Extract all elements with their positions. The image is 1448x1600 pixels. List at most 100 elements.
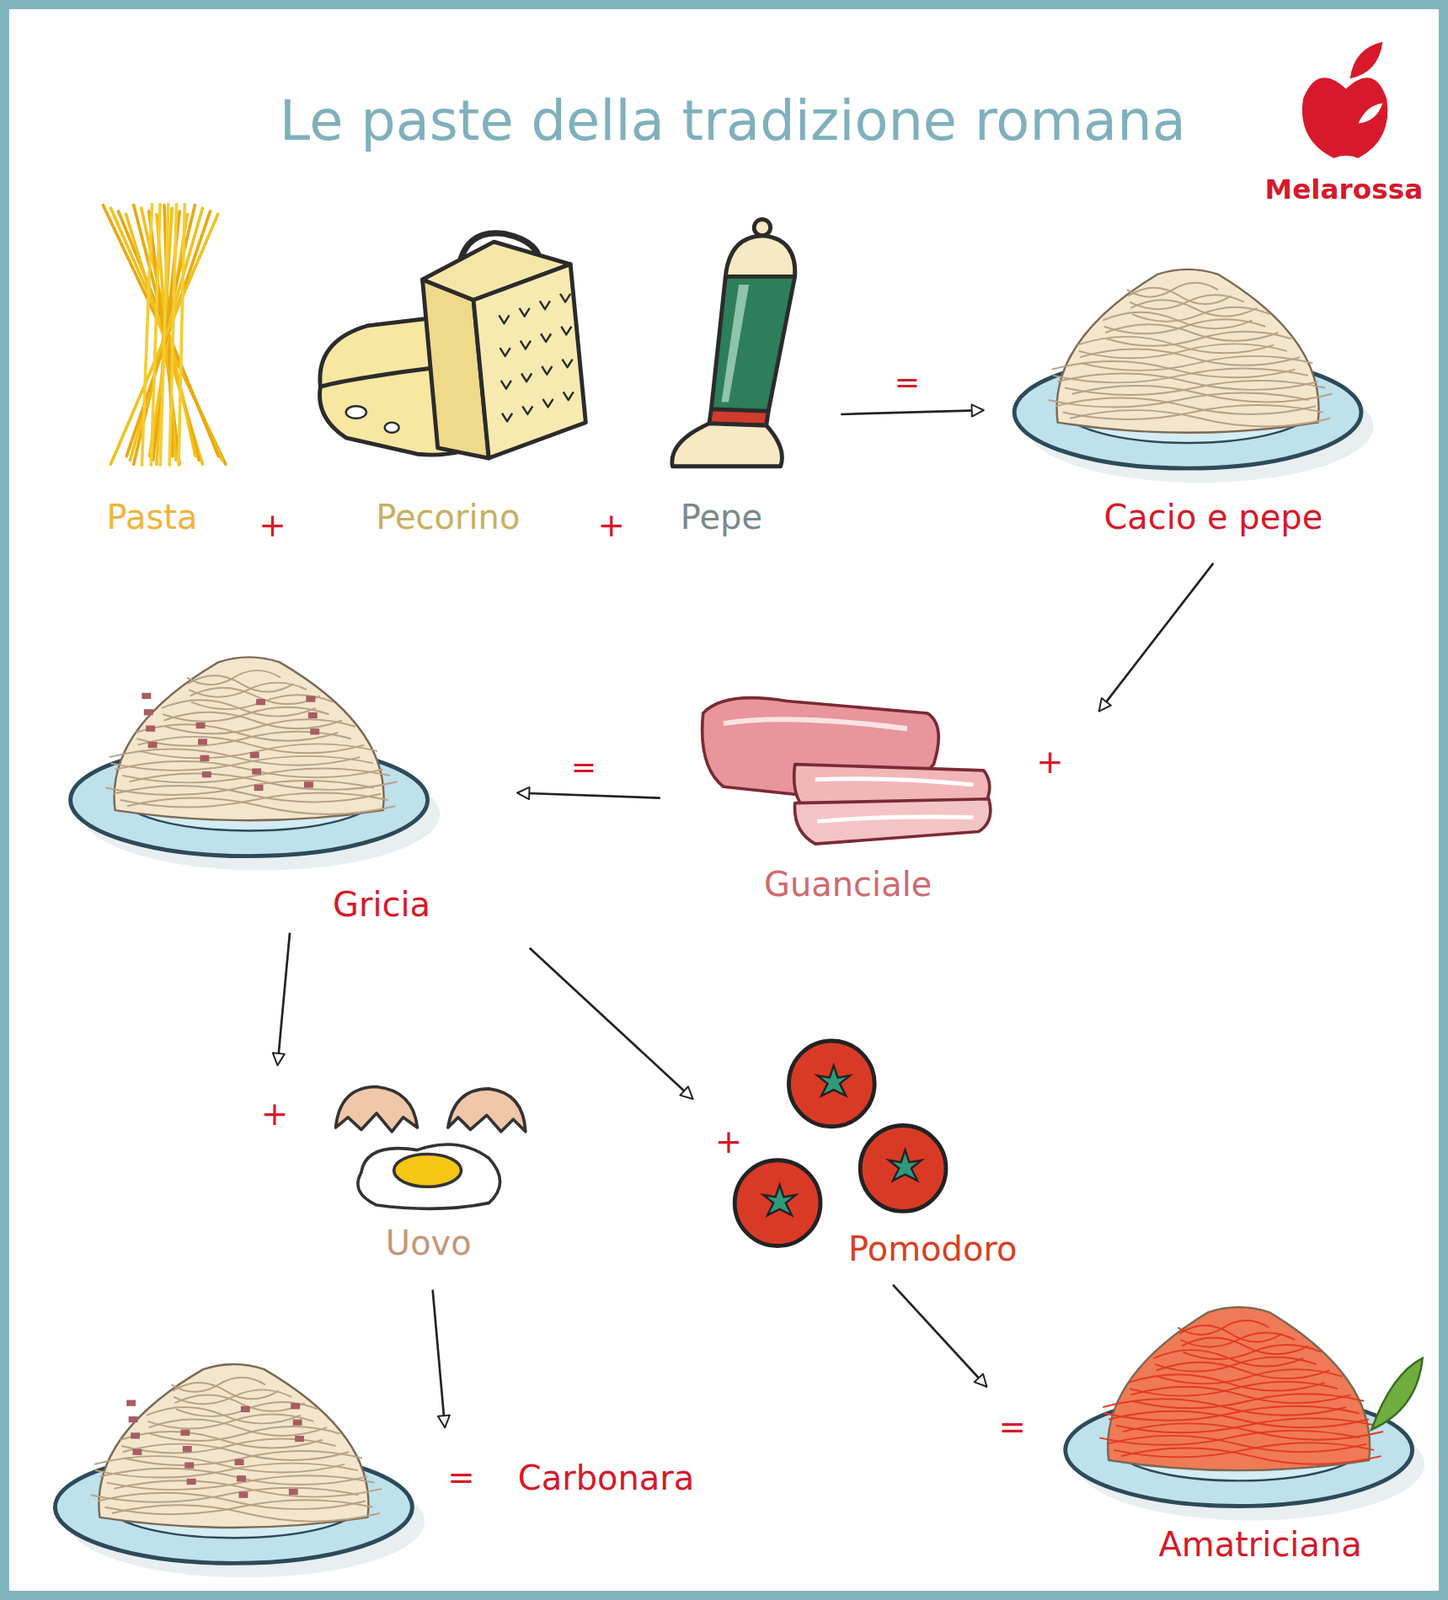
arrow-connector (277, 933, 291, 1067)
pepper-mill-illustration (710, 276, 795, 412)
connector-layer (9, 9, 1448, 1600)
guanciale-bit (182, 1446, 193, 1453)
arrow-connector (517, 793, 661, 799)
illustration-stroke (191, 694, 334, 710)
pasta-plate (70, 657, 441, 871)
illustration-stroke (175, 1394, 305, 1411)
guanciale-illustration (723, 719, 908, 729)
illustration-stroke (1183, 1345, 1322, 1360)
guanciale-bit (128, 1416, 139, 1423)
illustration-stroke (563, 391, 574, 401)
illustration-stroke (165, 719, 356, 734)
illustration-stroke (164, 712, 342, 729)
guanciale-bit (238, 1492, 248, 1499)
equals-sign: = (998, 1410, 1026, 1447)
pepper-mill-illustration (725, 235, 796, 277)
node-label: Guanciale (764, 865, 932, 905)
illustration-stroke (1130, 299, 1257, 316)
pepper-mill-illustration (672, 423, 783, 467)
pecorino-illustration (473, 264, 586, 459)
pecorino-illustration (346, 406, 367, 419)
node-label: Pasta (106, 497, 198, 537)
plate-illustrations (54, 269, 1425, 1578)
guanciale-bit (254, 785, 264, 791)
guanciale-bit (144, 709, 154, 716)
guanciale-bit (309, 728, 320, 735)
tomato-illustration (734, 1041, 946, 1247)
pepper-mill-illustration (672, 219, 796, 467)
illustration-stroke (1121, 1448, 1382, 1465)
illustration-stroke (1132, 1394, 1364, 1409)
illustration-stroke (98, 1364, 369, 1529)
pecorino-illustration (320, 233, 587, 459)
dish-node: Carbonara (49, 1422, 713, 1571)
illustration-stroke (176, 1402, 319, 1417)
ingredient-node: Pomodoro (672, 1035, 1040, 1291)
node-label: Carbonara (518, 1459, 695, 1499)
guanciale-bit (145, 726, 155, 733)
diagram-title: Le paste della tradizione romana (279, 90, 1187, 152)
illustration-stroke (541, 366, 552, 375)
guanciale-bit (256, 699, 266, 706)
tomato (788, 1041, 875, 1128)
ingredient-node: Guanciale (657, 688, 1107, 914)
plus-sign: + (258, 507, 286, 545)
illustration (9, 9, 1448, 1600)
illustration-stroke (160, 203, 169, 467)
ingredient-node: Pasta (96, 197, 240, 546)
egg-illustration (336, 1086, 418, 1132)
arrow-connector (1099, 563, 1214, 712)
illustration-stroke (1081, 356, 1314, 371)
illustration-stroke (540, 333, 551, 342)
ingredient-node: Uovo (259, 1060, 530, 1296)
guanciale-bit (236, 1475, 246, 1482)
illustration-stroke (138, 743, 378, 759)
ingredient-node: Pecorino (309, 223, 596, 546)
pepper-mill-illustration (721, 284, 749, 402)
dish-node: Gricia (59, 646, 535, 954)
illustration-stroke (1122, 1423, 1384, 1440)
illustration-stroke (498, 315, 509, 324)
apple-logo (1350, 42, 1384, 80)
illustration-stroke (1181, 1338, 1309, 1355)
guanciale-bit (251, 768, 262, 775)
node-label: Pecorino (375, 497, 520, 537)
plus-sign: + (261, 1096, 289, 1133)
guanciale-bit (294, 1436, 305, 1443)
guanciale-bit (187, 1479, 197, 1486)
illustration-stroke (521, 373, 532, 382)
illustration-stroke (141, 203, 152, 467)
apple-logo (1302, 42, 1388, 159)
arrow-connector (840, 410, 984, 415)
illustration-stroke (519, 308, 530, 317)
illustration-stroke (561, 326, 572, 336)
pasta-illustration (102, 203, 225, 467)
pecorino-illustration (384, 422, 400, 433)
guanciale-bit (235, 1459, 245, 1466)
guanciale-bit (126, 1399, 136, 1406)
guanciale-bit (141, 693, 151, 700)
equals-sign: = (447, 1460, 475, 1497)
ingredient-node: Pepe (651, 213, 846, 546)
pasta-plate (1014, 269, 1374, 483)
illustration-stroke (542, 399, 553, 408)
node-label: Gricia (332, 886, 431, 925)
plus-sign: + (715, 1124, 743, 1161)
illustration-stroke (187, 675, 294, 692)
illustration-stroke (169, 203, 177, 467)
brand-name: Melarossa (1265, 174, 1424, 205)
apple-logo (1357, 102, 1383, 123)
plus-sign: + (1036, 744, 1064, 781)
illustration-stroke (560, 293, 571, 303)
illustration-stroke (149, 1420, 327, 1437)
illustration-stroke (522, 406, 533, 415)
egg-illustration (357, 1144, 501, 1209)
guanciale-bit (240, 1406, 251, 1413)
node-label: Amatriciana (1158, 1526, 1362, 1566)
guanciale-illustration (815, 779, 974, 786)
illustration-stroke (1072, 385, 1333, 402)
illustration-stroke (500, 347, 511, 357)
guanciale-bit (290, 1403, 300, 1410)
edge-label: = (567, 749, 600, 784)
guanciale-bit (202, 771, 212, 778)
